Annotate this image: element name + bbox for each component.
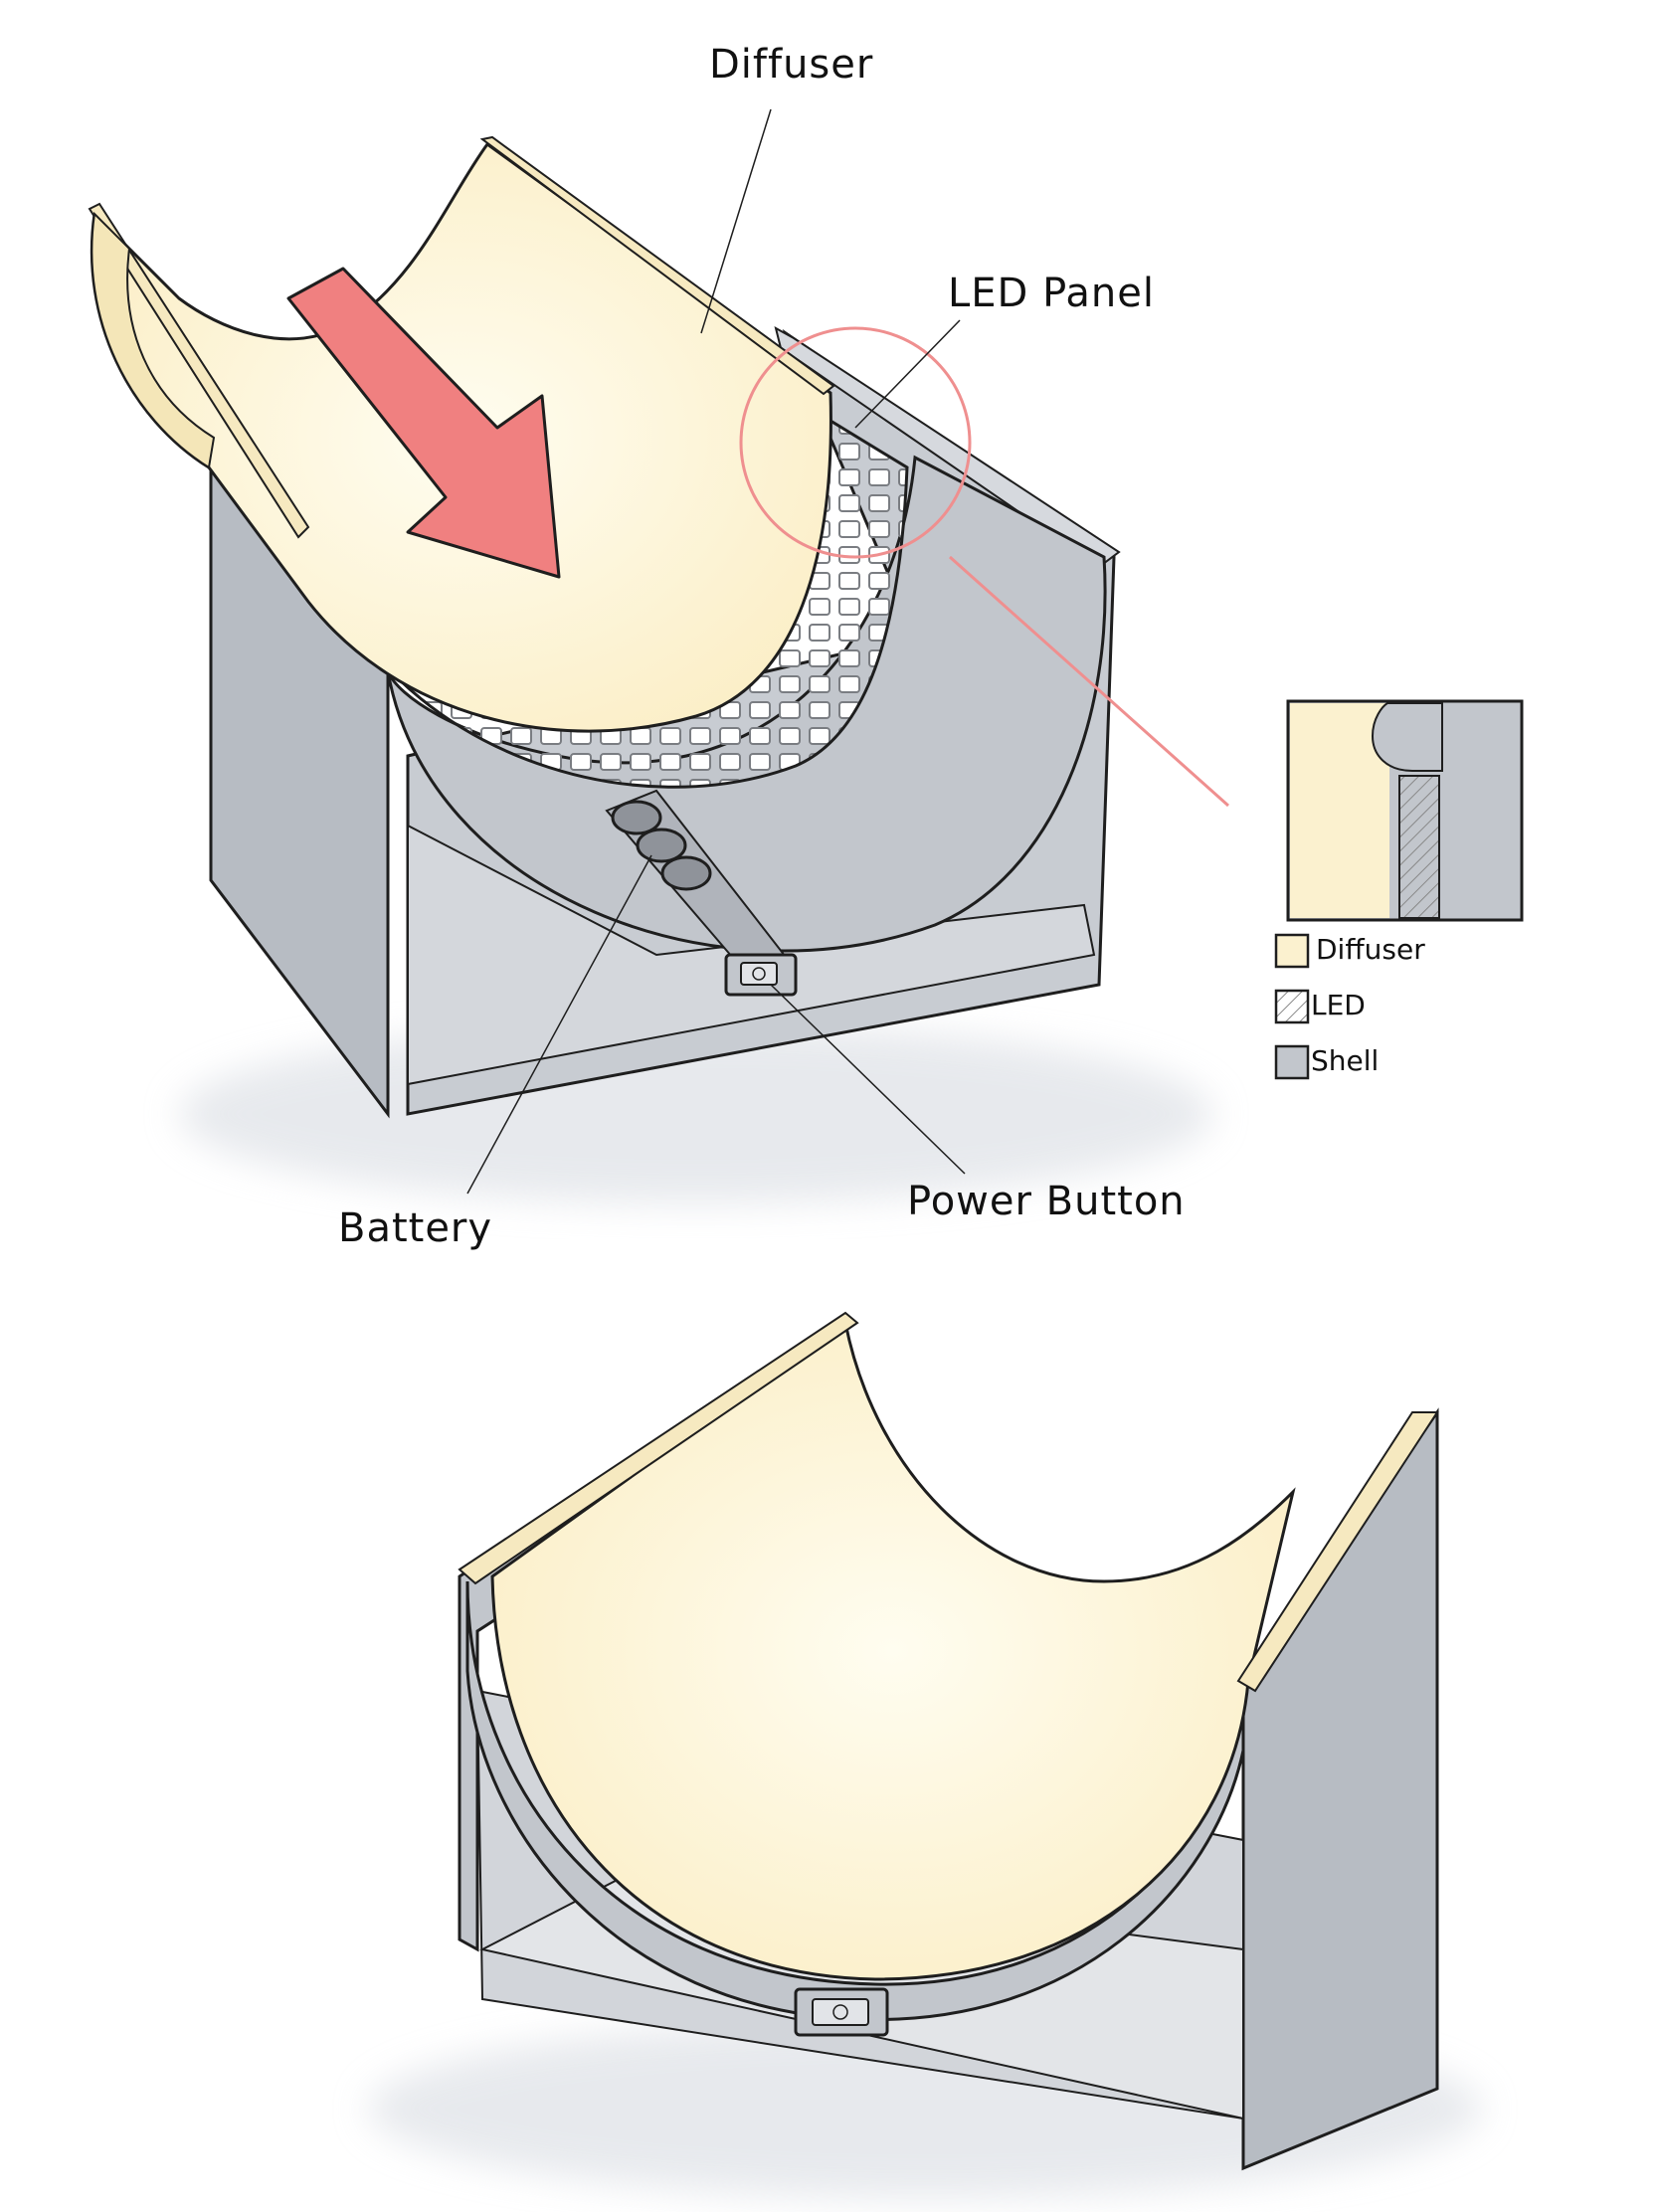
assembled-rail-right	[1236, 1411, 1439, 1693]
label-power-button: Power Button	[907, 1179, 1186, 1224]
shell-rim	[774, 326, 1121, 569]
exploded-view	[88, 108, 1229, 1203]
diffuser-rail-left	[88, 202, 310, 539]
legend-swatch-led	[1274, 989, 1310, 1024]
power-button	[724, 953, 798, 997]
callout-circle	[739, 326, 972, 559]
inset-outline	[1286, 699, 1524, 922]
legend-label-shell: Shell	[1311, 1044, 1380, 1077]
leader-led-panel	[854, 319, 961, 429]
assembled-diffuser	[490, 1320, 1296, 1981]
inset-shell-lip	[1371, 702, 1443, 772]
leader-power-button	[770, 984, 966, 1175]
legend-label-led: LED	[1311, 989, 1366, 1021]
leader-battery	[466, 854, 652, 1195]
diffuser-back-lip	[91, 211, 216, 469]
legend	[1274, 933, 1310, 1080]
insert-arrow	[286, 267, 561, 579]
inset-led	[1398, 775, 1440, 919]
assembled-power-button	[794, 1987, 889, 2037]
assembled-rail-left	[458, 1311, 859, 1585]
callout-line	[949, 555, 1229, 808]
leader-diffuser	[700, 108, 772, 334]
legend-swatch-diffuser	[1274, 933, 1310, 969]
detail-inset	[1286, 699, 1524, 922]
legend-label-diffuser: Diffuser	[1316, 933, 1425, 966]
diffuser-rail-right	[479, 135, 835, 396]
label-battery: Battery	[338, 1205, 493, 1251]
label-led-panel: LED Panel	[948, 271, 1155, 316]
battery	[611, 800, 712, 891]
legend-swatch-shell	[1274, 1044, 1310, 1080]
label-diffuser: Diffuser	[709, 42, 874, 88]
assembled-view	[368, 1311, 1482, 2198]
